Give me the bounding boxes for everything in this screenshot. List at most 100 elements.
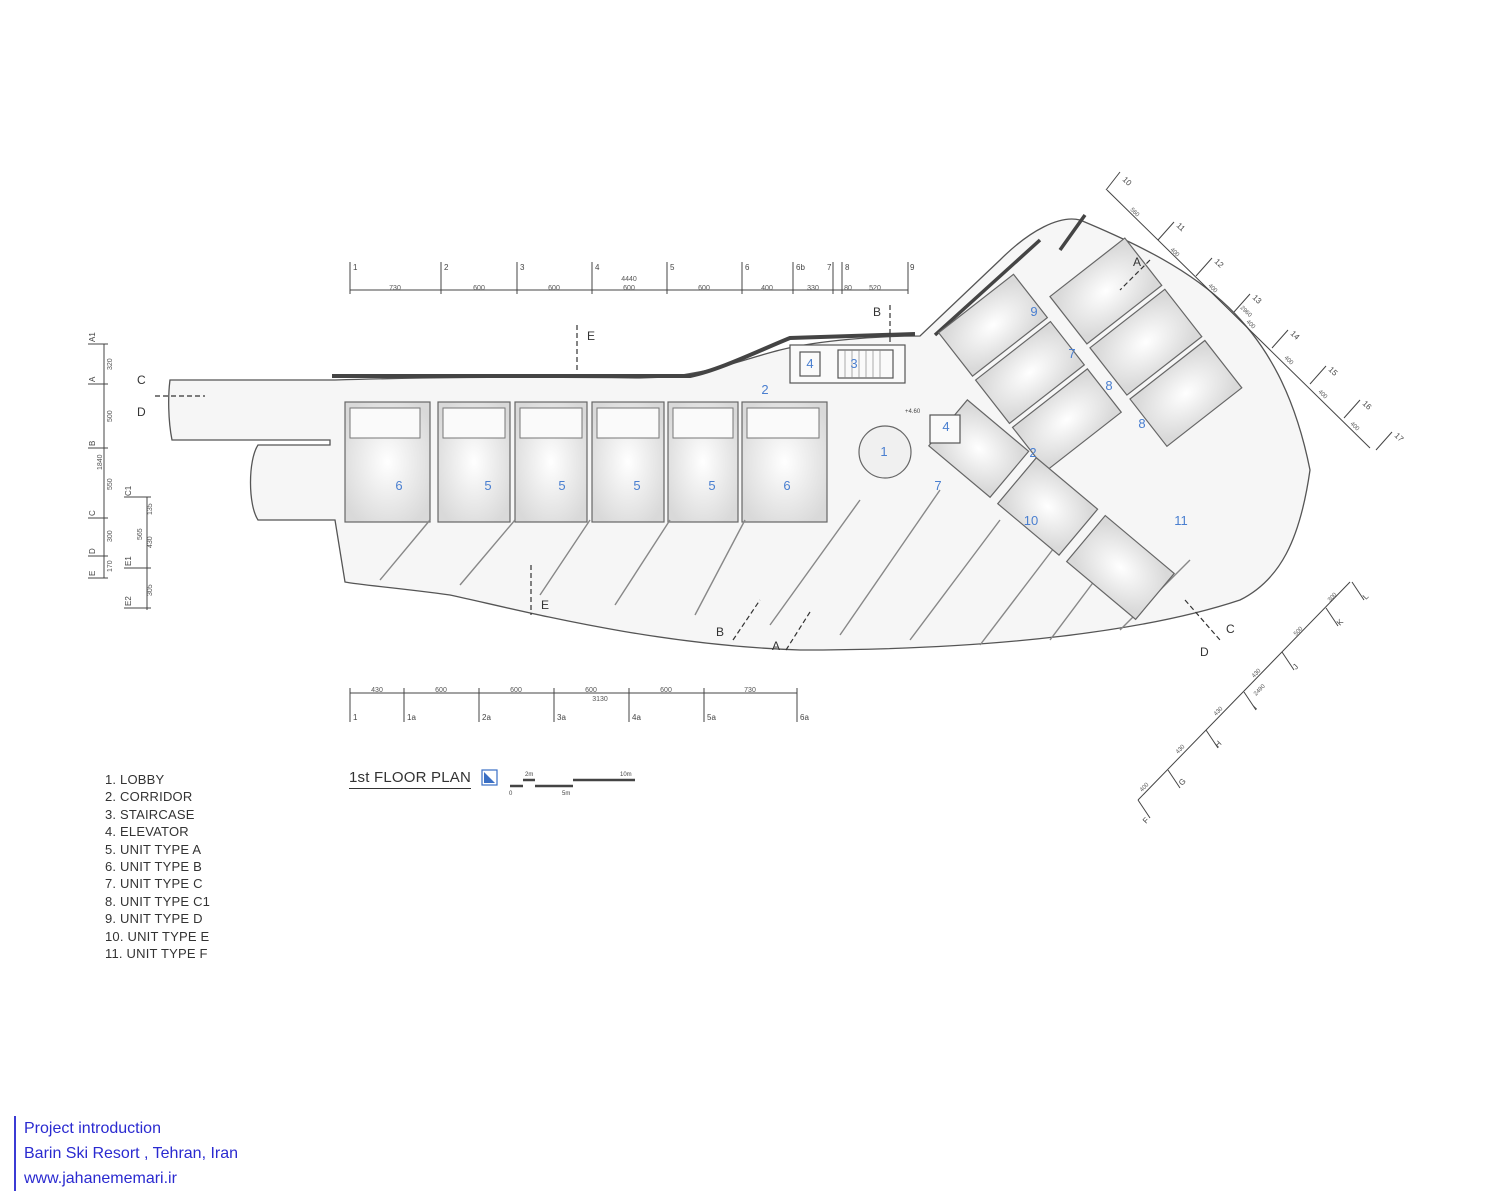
section-lines — [155, 259, 1221, 651]
grid-label: J — [1291, 662, 1300, 671]
span-label: 520 — [869, 285, 881, 292]
grid-label: 6 — [745, 263, 750, 272]
room-labels: 1 2 2 3 4 4 5 5 5 5 6 6 7 7 8 8 9 10 11 — [395, 304, 1187, 528]
span-label: 430 — [1213, 706, 1225, 718]
section-mark-c: C — [1226, 622, 1235, 636]
span-label: 600 — [435, 687, 447, 694]
span-total: 1840 — [97, 454, 104, 470]
grid-label: 12 — [1213, 257, 1226, 270]
scale-label: 2m — [525, 772, 533, 778]
span-label: 550 — [107, 478, 114, 490]
room-label-unit-b: 6 — [395, 478, 402, 493]
room-label-unit-c1: 8 — [1138, 416, 1145, 431]
scale-label: 10m — [620, 772, 632, 778]
ne-wing-wall — [933, 213, 1087, 337]
grid-label: 6a — [800, 713, 809, 722]
grid-label: 10 — [1121, 175, 1134, 188]
legend-item: 9. UNIT TYPE D — [105, 911, 203, 927]
grid-label: F — [1141, 816, 1151, 826]
project-credits: Project introduction Barin Ski Resort , … — [14, 1116, 238, 1191]
bathroom-blocks — [349, 407, 820, 439]
stair-treads — [844, 350, 881, 378]
span-label: 400 — [1317, 389, 1329, 401]
room-label-elevator: 4 — [942, 419, 949, 434]
grid-label: 9 — [910, 263, 915, 272]
left-grid-labels: A1 A B C D E C1 E1 E2 — [88, 332, 133, 606]
span-label: 430 — [1251, 668, 1263, 680]
scale-label: 5m — [562, 791, 570, 797]
grid-label: I — [1251, 704, 1259, 712]
grid-label: H — [1213, 739, 1224, 750]
grid-label: 2 — [444, 263, 449, 272]
span-label: 600 — [473, 285, 485, 292]
left-dimension-chain — [88, 343, 151, 610]
top-grid-labels: 1 2 3 4 5 6 6b 7 8 9 — [353, 263, 915, 272]
span-label: 400 — [1349, 421, 1361, 433]
room-label-unit-a: 5 — [558, 478, 565, 493]
grid-label: 3a — [557, 713, 566, 722]
span-label: 730 — [389, 285, 401, 292]
grid-label: 5a — [707, 713, 716, 722]
legend-item: 2. CORRIDOR — [105, 789, 193, 805]
room-label-unit-d: 9 — [1030, 304, 1037, 319]
grid-label: 1a — [407, 713, 416, 722]
elevation-mark: +4.60 — [905, 409, 921, 415]
span-label: 400 — [1245, 319, 1257, 331]
footer-website-link[interactable]: www.jahanememari.ir — [24, 1170, 177, 1187]
section-mark-d: D — [137, 405, 146, 419]
left-span-labels: 320 500 550 300 170 1840 135 430 305 565 — [97, 358, 154, 596]
span-label: 305 — [147, 584, 154, 596]
span-label: 80 — [844, 285, 852, 292]
legend-item: 6. UNIT TYPE B — [105, 859, 202, 875]
elevator-2 — [929, 414, 961, 444]
grid-label: 17 — [1393, 431, 1406, 444]
section-mark-e: E — [587, 329, 595, 343]
section-mark-c: C — [137, 373, 146, 387]
span-label: 400 — [1169, 247, 1181, 259]
span-label: 600 — [623, 285, 635, 292]
grid-label: 7 — [827, 263, 832, 272]
span-label: 400 — [1207, 283, 1219, 295]
span-label: 500 — [1293, 626, 1305, 638]
grid-label: E2 — [124, 596, 133, 606]
grid-label: 5 — [670, 263, 675, 272]
diagonal-span-labels: 400 430 430 430 500 300 2490 — [1139, 592, 1339, 794]
span-label: 600 — [660, 687, 672, 694]
grid-label: 3 — [520, 263, 525, 272]
east-units — [937, 237, 1243, 472]
span-label: 600 — [510, 687, 522, 694]
grid-label: 4a — [632, 713, 641, 722]
room-label-unit-b: 6 — [783, 478, 790, 493]
grid-label: B — [88, 441, 97, 446]
grid-label: C1 — [124, 485, 133, 496]
span-label: 320 — [107, 358, 114, 370]
section-mark-d: D — [1200, 645, 1209, 659]
grid-label: A — [88, 376, 97, 382]
grid-label: 14 — [1289, 329, 1302, 342]
room-label-corridor: 2 — [761, 382, 768, 397]
span-label: 135 — [147, 503, 154, 515]
grid-label: L — [1361, 592, 1371, 602]
grid-label: 11 — [1175, 221, 1188, 234]
room-label-unit-c: 7 — [1068, 346, 1075, 361]
section-mark-b: B — [716, 625, 724, 639]
section-mark-a: A — [772, 639, 780, 653]
grid-label: E1 — [124, 556, 133, 566]
room-label-lobby: 1 — [880, 444, 887, 459]
legend-item: 10. UNIT TYPE E — [105, 928, 210, 944]
span-label: 430 — [147, 536, 154, 548]
scale-bar — [510, 778, 635, 788]
plan-title: 1st FLOOR PLAN — [349, 769, 472, 789]
span-total: 4440 — [621, 276, 637, 283]
lobby-space — [858, 425, 912, 479]
section-mark-a: A — [1133, 255, 1141, 269]
section-marks: A A B B C C D D E E — [137, 255, 1235, 659]
bottom-dimension-chain — [349, 688, 798, 722]
grid-label: 2a — [482, 713, 491, 722]
room-label-unit-e: 10 — [1024, 513, 1038, 528]
legend-item: 11. UNIT TYPE F — [105, 946, 208, 962]
grid-label: 16 — [1361, 399, 1374, 412]
grid-label: E — [88, 571, 97, 576]
north-wall — [332, 332, 916, 378]
